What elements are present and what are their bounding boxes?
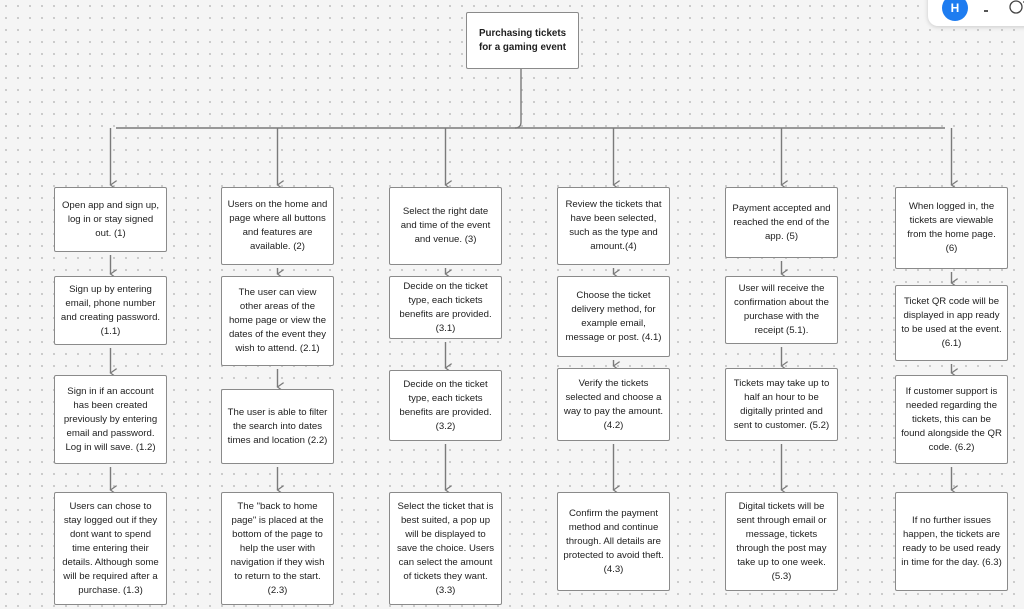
- step-1-0-node[interactable]: Open app and sign up, log in or stay sig…: [54, 187, 167, 252]
- step-2-1-node[interactable]: The user can view other areas of the hom…: [221, 276, 334, 366]
- step-5-1-node[interactable]: User will receive the confirmation about…: [725, 276, 838, 344]
- step-3-2-node[interactable]: Decide on the ticket type, each tickets …: [389, 370, 502, 441]
- step-2-2-node[interactable]: The user is able to filter the search in…: [221, 389, 334, 464]
- step-6-2-node[interactable]: If customer support is needed regarding …: [895, 375, 1008, 464]
- step-5-3-node[interactable]: Digital tickets will be sent through ema…: [725, 492, 838, 591]
- separator-dash: [984, 10, 988, 12]
- step-6-1-node[interactable]: Ticket QR code will be displayed in app …: [895, 285, 1008, 361]
- user-avatar[interactable]: H: [942, 0, 968, 21]
- step-1-1-node[interactable]: Sign up by entering email, phone number …: [54, 276, 167, 345]
- collaboration-toolbar[interactable]: H: [928, 0, 1024, 26]
- step-3-0-node[interactable]: Select the right date and time of the ev…: [389, 187, 502, 265]
- root-node[interactable]: Purchasing tickets for a gaming event: [466, 12, 579, 69]
- step-1-2-node[interactable]: Sign in if an account has been created p…: [54, 375, 167, 464]
- step-4-3-node[interactable]: Confirm the payment method and continue …: [557, 492, 670, 591]
- step-6-3-node[interactable]: If no further issues happen, the tickets…: [895, 492, 1008, 591]
- step-4-1-node[interactable]: Choose the ticket delivery method, for e…: [557, 276, 670, 357]
- step-4-2-node[interactable]: Verify the tickets selected and choose a…: [557, 368, 670, 441]
- step-5-2-node[interactable]: Tickets may take up to half an hour to b…: [725, 368, 838, 441]
- step-3-1-node[interactable]: Decide on the ticket type, each tickets …: [389, 276, 502, 339]
- trunk-line: [514, 69, 522, 129]
- step-6-0-node[interactable]: When logged in, the tickets are viewable…: [895, 187, 1008, 269]
- step-2-0-node[interactable]: Users on the home and page where all but…: [221, 187, 334, 265]
- step-2-3-node[interactable]: The "back to home page" is placed at the…: [221, 492, 334, 605]
- reaction-icon[interactable]: [1008, 0, 1024, 15]
- step-1-3-node[interactable]: Users can chose to stay logged out if th…: [54, 492, 167, 605]
- step-3-3-node[interactable]: Select the ticket that is best suited, a…: [389, 492, 502, 605]
- step-4-0-node[interactable]: Review the tickets that have been select…: [557, 187, 670, 265]
- step-5-0-node[interactable]: Payment accepted and reached the end of …: [725, 187, 838, 258]
